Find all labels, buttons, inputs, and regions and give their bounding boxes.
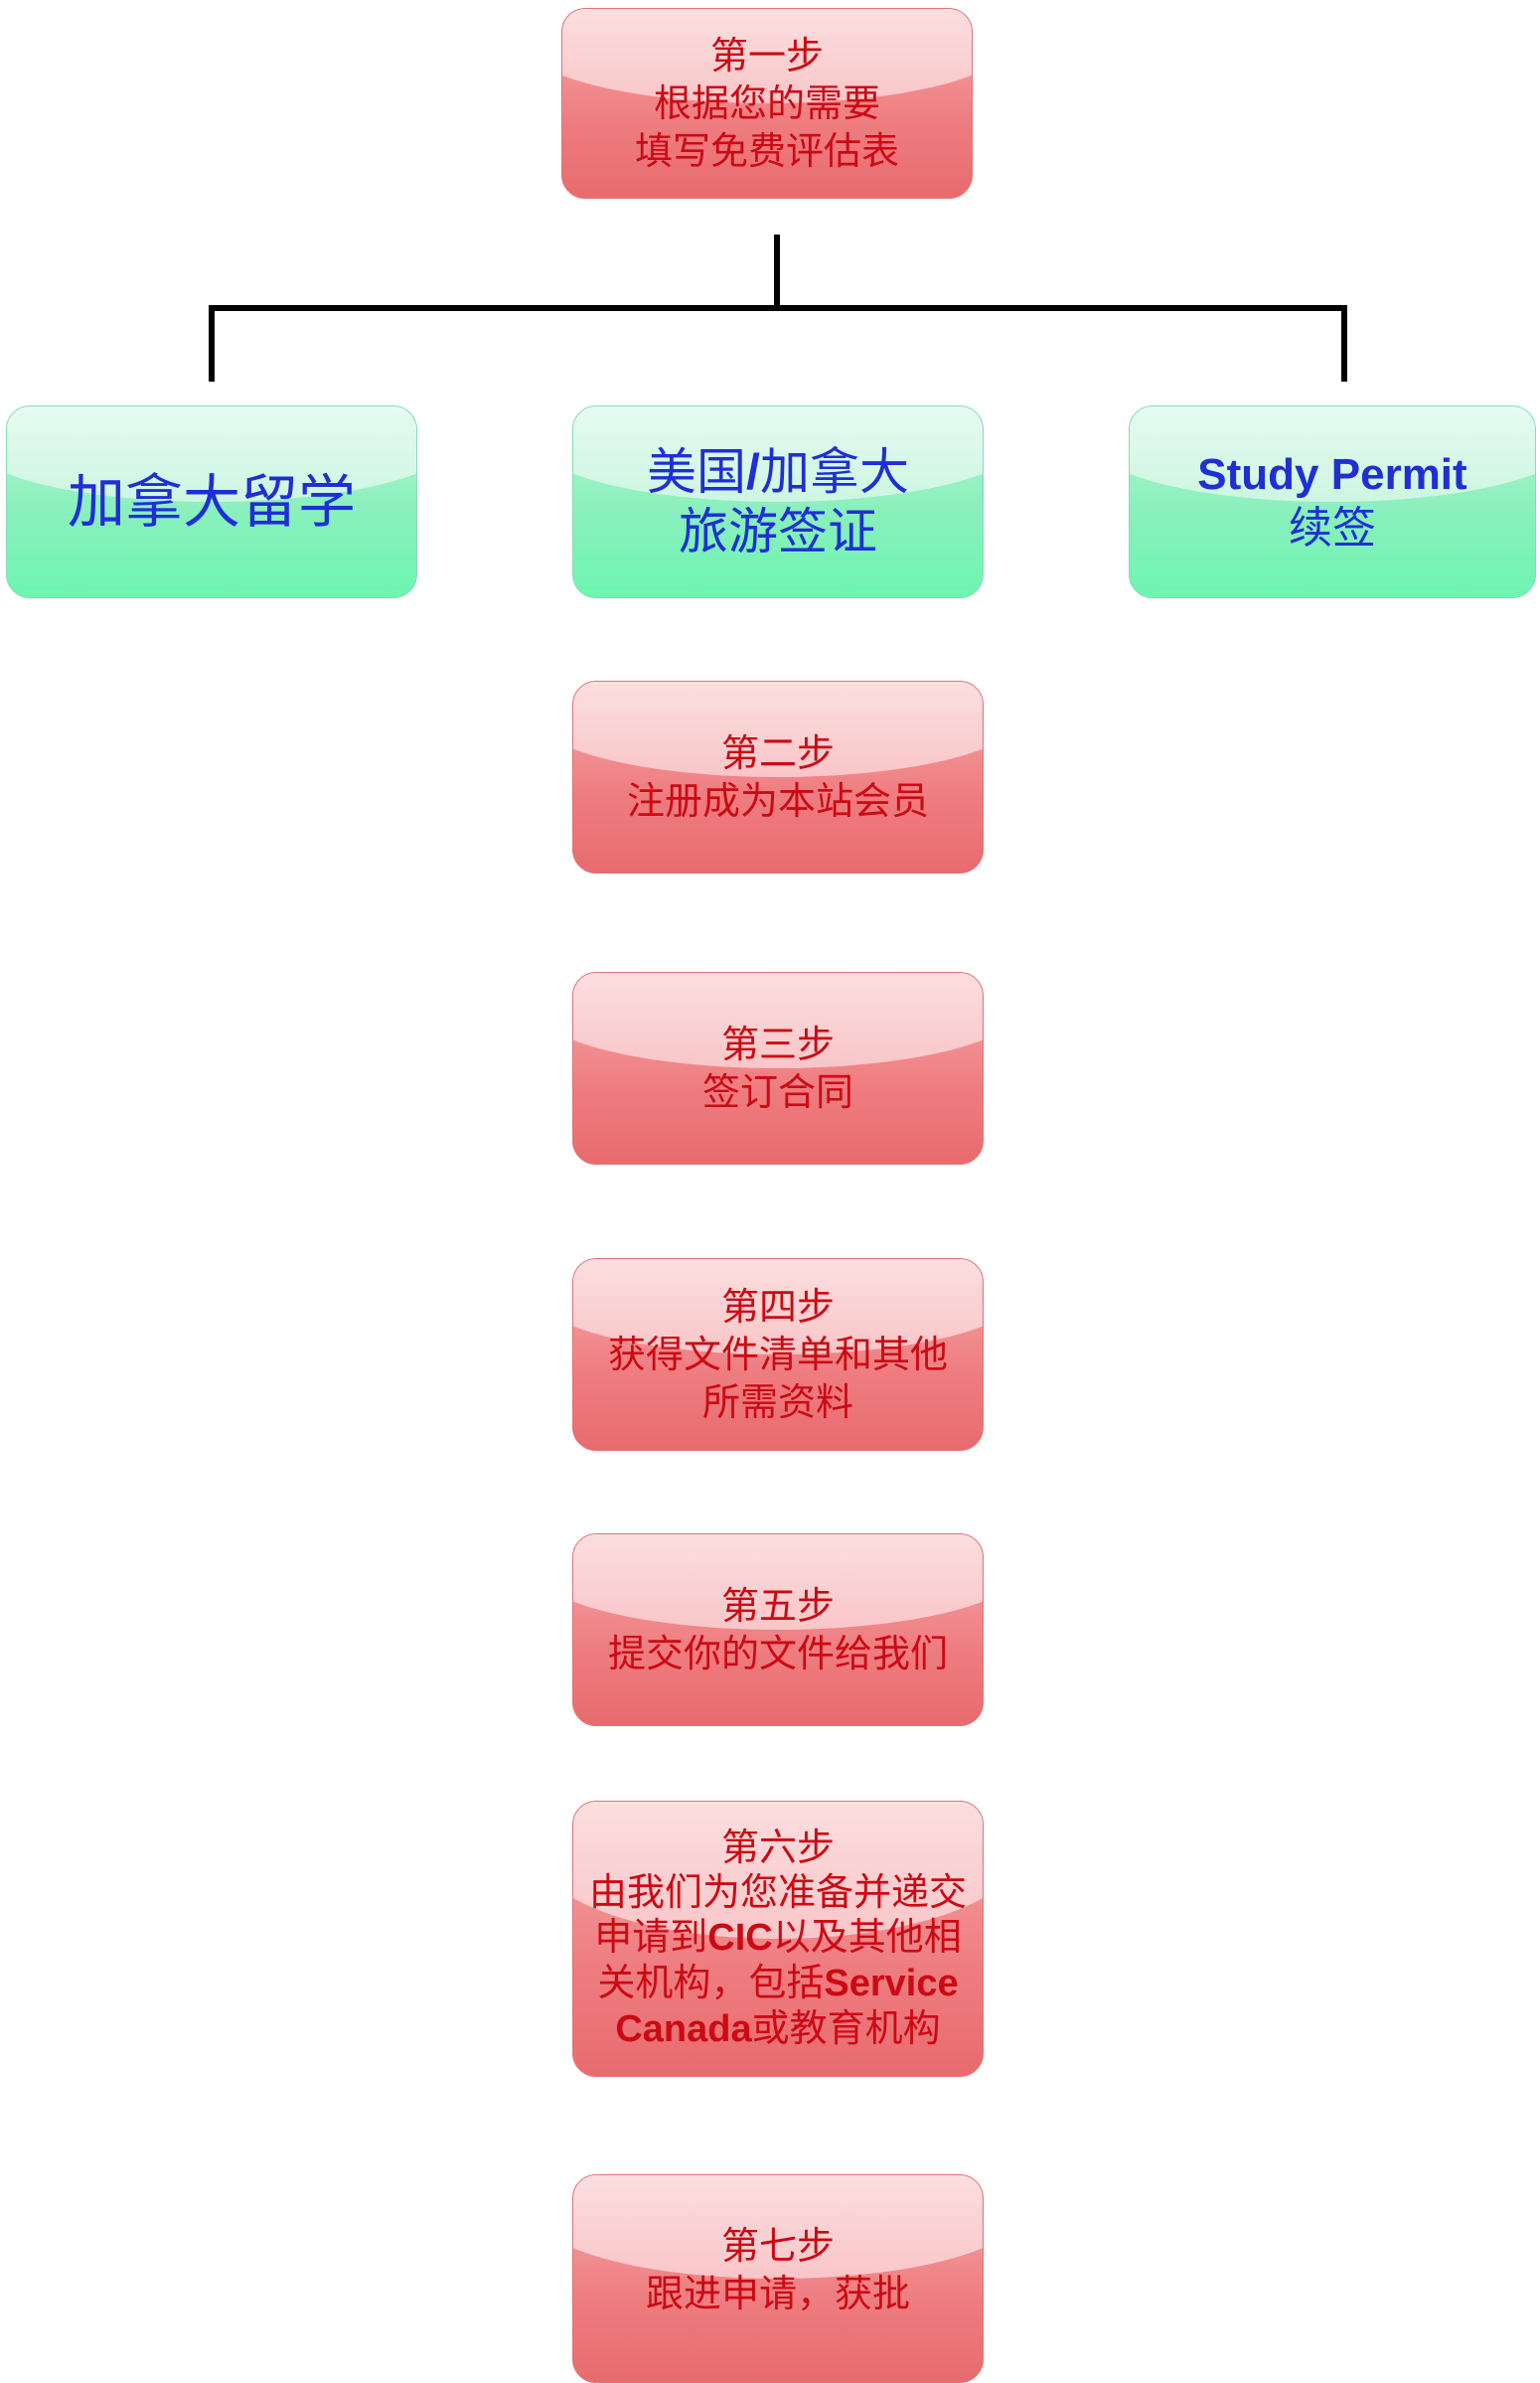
step-6-line4: 关机构，包括Service	[597, 1961, 959, 2004]
step-7-line2: 跟进申请，获批	[645, 2272, 910, 2315]
branch-study-permit-box: Study Permit 续签	[1129, 405, 1536, 598]
branch-study-permit-line2: 续签	[1289, 503, 1376, 554]
step-3-box: 第三步 签订合同	[572, 972, 984, 1165]
branch-study-permit-line1: Study Permit	[1197, 450, 1467, 499]
step-1-line3: 填写免费评估表	[634, 129, 899, 173]
step-4-line2: 获得文件清单和其他	[607, 1333, 948, 1376]
branch-visitor-visa-line2: 旅游签证	[679, 503, 877, 560]
step-6-line2: 由我们为您准备并递交	[588, 1870, 967, 1914]
step-2-title: 第二步	[720, 731, 835, 775]
branch-connector	[209, 235, 1347, 382]
step-4-line3: 所需资料	[701, 1380, 853, 1424]
branch-visitor-visa-box: 美国/加拿大 旅游签证	[572, 405, 984, 598]
step-5-title: 第五步	[720, 1584, 835, 1628]
step-6-line5: Canada或教育机构	[615, 2006, 941, 2050]
step-3-title: 第三步	[720, 1023, 835, 1066]
step-1-line2: 根据您的需要	[653, 81, 880, 125]
step-3-line2: 签订合同	[701, 1070, 853, 1114]
step-5-box: 第五步 提交你的文件给我们	[572, 1533, 984, 1726]
step-5-line2: 提交你的文件给我们	[607, 1632, 948, 1675]
branch-study-canada-box: 加拿大留学	[6, 405, 417, 598]
step-6-title: 第六步	[720, 1826, 835, 1869]
step-2-line2: 注册成为本站会员	[626, 779, 929, 823]
step-4-box: 第四步 获得文件清单和其他 所需资料	[572, 1258, 984, 1451]
branch-visitor-visa-line1: 美国/加拿大	[647, 443, 909, 501]
branch-study-canada-label: 加拿大留学	[67, 468, 356, 536]
step-1-title: 第一步	[709, 34, 824, 78]
step-1-box: 第一步 根据您的需要 填写免费评估表	[561, 8, 973, 199]
step-2-box: 第二步 注册成为本站会员	[572, 681, 984, 874]
step-4-title: 第四步	[720, 1285, 835, 1329]
step-6-line3: 申请到CIC以及其他相	[594, 1915, 962, 1959]
step-7-box: 第七步 跟进申请，获批	[572, 2174, 984, 2383]
step-7-title: 第七步	[720, 2224, 835, 2268]
step-6-box: 第六步 由我们为您准备并递交 申请到CIC以及其他相 关机构，包括Service…	[572, 1801, 984, 2077]
